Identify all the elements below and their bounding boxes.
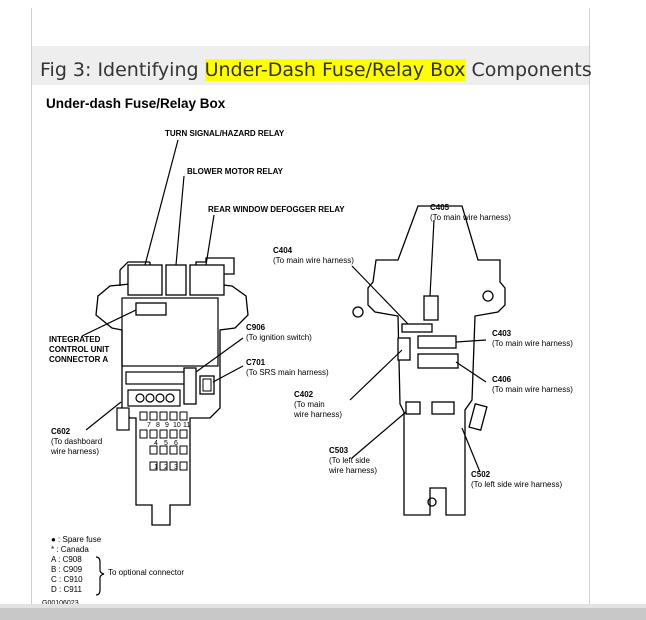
fuse-grid: [139, 411, 188, 471]
c403-connector: [417, 335, 457, 349]
c502-connector: [468, 403, 488, 431]
label-c503-sub1: (To left side: [329, 456, 370, 465]
label-c406: C406: [492, 375, 512, 384]
legend-b: B : C909: [51, 565, 83, 574]
legend-brace: [95, 556, 105, 596]
c602-connector: [116, 407, 130, 431]
caption-highlight: Under-Dash Fuse/Relay Box: [204, 59, 466, 81]
c406-connector: [417, 353, 459, 369]
control-unit-area: [121, 297, 219, 367]
label-icu-line3: CONNECTOR A: [49, 355, 108, 364]
legend-optional: To optional connector: [108, 568, 184, 577]
right-fuse-box: [352, 205, 506, 516]
label-blower-motor-relay: BLOWER MOTOR RELAY: [187, 167, 284, 176]
fuse-num: 9: [165, 422, 169, 429]
fuse-numbers: 7 8 9 10 11 4 5 6 1 2 3: [147, 422, 190, 471]
fuse-num: 1: [154, 464, 158, 471]
fuse-num: 5: [164, 440, 168, 447]
c405-connector: [423, 295, 439, 321]
label-c503: C503: [329, 446, 349, 455]
label-c701: C701: [246, 358, 266, 367]
label-c403-sub: (To main wire harness): [492, 339, 573, 348]
left-callouts: [81, 139, 244, 431]
label-defogger-relay: REAR WINDOW DEFOGGER RELAY: [208, 205, 345, 214]
article-frame: Fig 3: Identifying Under-Dash Fuse/Relay…: [31, 8, 592, 608]
right-callouts: [349, 219, 487, 473]
label-c602: C602: [51, 427, 71, 436]
fuse-num: 10: [173, 422, 181, 429]
label-c402: C402: [294, 390, 314, 399]
label-icu-line1: INTEGRATED: [49, 335, 101, 344]
caption-bar: Fig 3: Identifying Under-Dash Fuse/Relay…: [32, 46, 592, 85]
c402-connector: [397, 337, 411, 361]
right-connectors: [397, 295, 488, 431]
label-c906-sub: (To ignition switch): [246, 333, 312, 342]
c404-connector: [401, 323, 433, 333]
blower-motor-relay: [165, 264, 187, 296]
label-icu-line2: CONTROL UNIT: [49, 345, 109, 354]
left-fuse-box: [95, 257, 249, 526]
diagram-title: Under-dash Fuse/Relay Box: [46, 96, 226, 111]
fuse-num: 6: [174, 440, 178, 447]
fuse-num: 8: [156, 422, 160, 429]
label-c502-sub: (To left side wire harness): [471, 480, 562, 489]
label-c402-sub1: (To main: [294, 400, 325, 409]
defogger-relay: [189, 264, 225, 296]
bottom-strip-shadow: [0, 608, 646, 620]
icu-connector-a: [135, 302, 167, 316]
legend: ● : Spare fuse * : Canada A : C908 B : C…: [42, 535, 184, 607]
right-mid-connector: [431, 401, 455, 415]
label-c602-sub2: wire harness): [50, 447, 99, 456]
figure-caption: Fig 3: Identifying Under-Dash Fuse/Relay…: [40, 59, 592, 81]
optional-connectors: [125, 371, 187, 407]
label-c403: C403: [492, 329, 512, 338]
figure-code: G00106023: [42, 600, 79, 607]
label-c404: C404: [273, 246, 293, 255]
label-c404-sub: (To main wire harness): [273, 256, 354, 265]
legend-c: C : C910: [51, 575, 83, 584]
label-c503-sub2: wire harness): [328, 466, 377, 475]
fuse-num: 4: [154, 440, 158, 447]
label-c405: C405: [430, 203, 450, 212]
label-c406-sub: (To main wire harness): [492, 385, 573, 394]
fuse-num: 2: [164, 464, 168, 471]
caption-suffix: Components: [465, 59, 592, 81]
fuse-num: 7: [147, 422, 151, 429]
legend-d: D : C911: [51, 585, 83, 594]
label-c906: C906: [246, 323, 266, 332]
c906-connector: [183, 367, 197, 405]
legend-spare: ● : Spare fuse: [51, 535, 102, 544]
fuse-num: 11: [183, 422, 190, 429]
label-c402-sub2: wire harness): [293, 410, 342, 419]
fuse-num: 3: [174, 464, 178, 471]
legend-canada: * : Canada: [51, 545, 89, 554]
label-c701-sub: (To SRS main harness): [246, 368, 329, 377]
label-c602-sub1: (To dashboard: [51, 437, 102, 446]
label-c502: C502: [471, 470, 491, 479]
label-turn-signal-relay: TURN SIGNAL/HAZARD RELAY: [165, 129, 285, 138]
caption-prefix: Fig 3: Identifying: [40, 59, 205, 81]
c503-connector: [405, 401, 421, 415]
label-c405-sub: (To main wire harness): [430, 213, 511, 222]
legend-a: A : C908: [51, 555, 82, 564]
turn-signal-relay: [127, 264, 163, 296]
